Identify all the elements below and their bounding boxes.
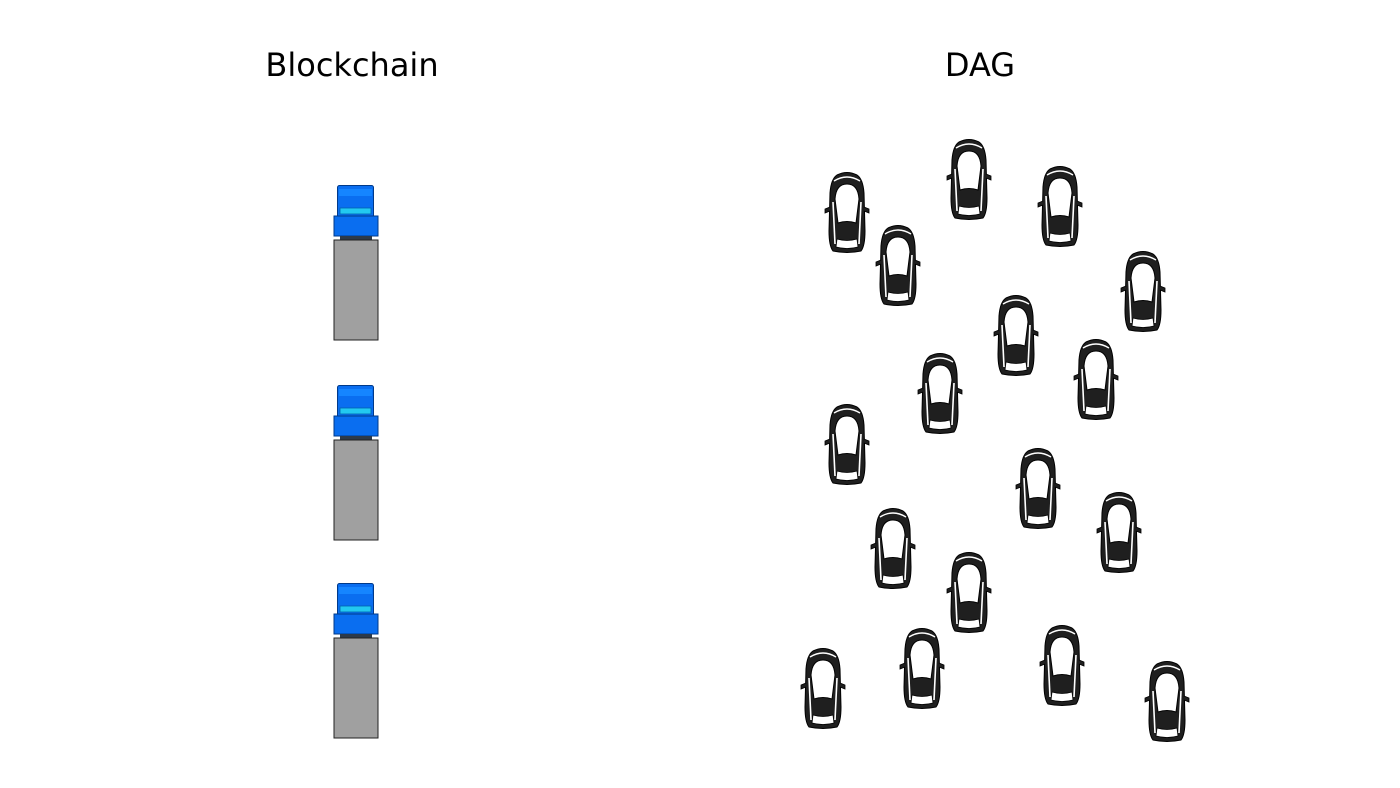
dag-cars: [800, 138, 1190, 743]
car-icon: [875, 224, 921, 307]
blockchain-trucks: [333, 185, 379, 739]
truck-icon: [333, 385, 379, 541]
car-icon: [993, 294, 1039, 377]
car-icon: [946, 138, 992, 221]
car-icon: [870, 507, 916, 590]
dag-title: DAG: [944, 46, 1016, 84]
blockchain-title: Blockchain: [265, 46, 439, 84]
car-icon: [1096, 491, 1142, 574]
car-icon: [1144, 660, 1190, 743]
car-icon: [1120, 250, 1166, 333]
car-icon: [1073, 338, 1119, 421]
car-icon: [824, 403, 870, 486]
car-icon: [1039, 624, 1085, 707]
car-icon: [899, 627, 945, 710]
car-icon: [1037, 165, 1083, 248]
car-icon: [917, 352, 963, 435]
truck-icon: [333, 185, 379, 341]
car-icon: [800, 647, 846, 730]
car-icon: [824, 171, 870, 254]
truck-icon: [333, 583, 379, 739]
car-icon: [946, 551, 992, 634]
car-icon: [1015, 447, 1061, 530]
